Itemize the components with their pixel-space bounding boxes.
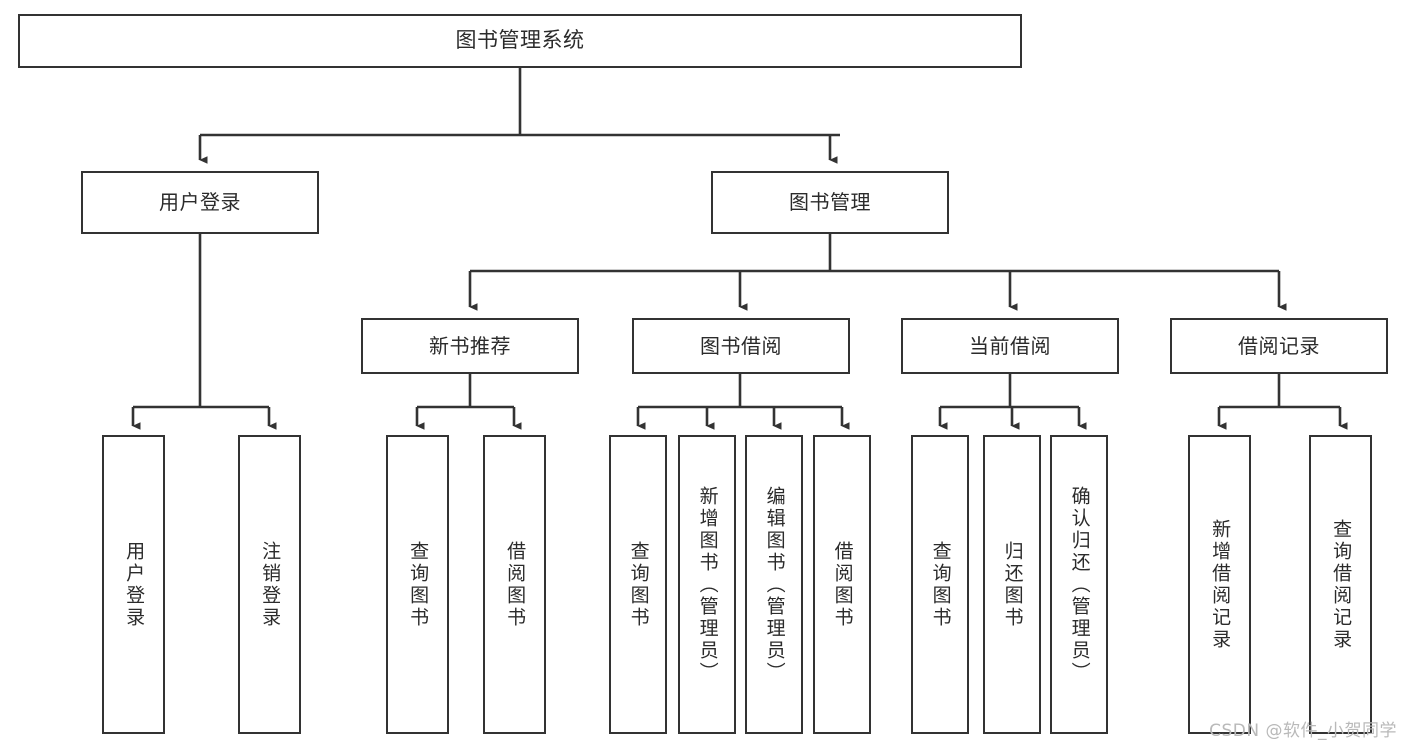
node-leaf-logout-login-label: 注销登录 [259,540,282,629]
node-leaf-query-book-3[interactable]: 查询图书 [911,435,969,734]
node-new-book-recommend-label: 新书推荐 [429,333,511,358]
node-root-system[interactable]: 图书管理系统 [18,14,1022,68]
node-book-borrow[interactable]: 图书借阅 [632,318,850,374]
node-leaf-borrow-book-2-label: 借阅图书 [831,540,854,629]
node-leaf-add-book-admin[interactable]: 新增图书（管理员） [678,435,736,734]
node-leaf-query-borrow-record-label: 查询借阅记录 [1330,518,1353,651]
node-leaf-logout-login[interactable]: 注销登录 [238,435,301,734]
node-new-book-recommend[interactable]: 新书推荐 [361,318,579,374]
node-leaf-query-borrow-record[interactable]: 查询借阅记录 [1309,435,1372,734]
node-leaf-borrow-book-1[interactable]: 借阅图书 [483,435,546,734]
node-leaf-query-book-1-label: 查询图书 [407,540,430,629]
node-current-borrow-label: 当前借阅 [969,333,1051,358]
node-leaf-add-borrow-record[interactable]: 新增借阅记录 [1188,435,1251,734]
node-leaf-confirm-return[interactable]: 确认归还（管理员） [1050,435,1108,734]
node-book-management[interactable]: 图书管理 [711,171,949,234]
edges-newbook-to-leaves [415,374,522,430]
edges-currentborrow-to-leaves [938,374,1087,430]
node-leaf-edit-book-admin-label: 编辑图书（管理员） [763,485,786,684]
node-root-label: 图书管理系统 [455,28,585,53]
edges-bookborrow-to-leaves [636,374,850,430]
node-borrow-record[interactable]: 借阅记录 [1170,318,1388,374]
node-leaf-user-login[interactable]: 用户登录 [102,435,165,734]
csdn-watermark: CSDN @软件_小贺同学 [1209,721,1397,741]
node-current-borrow[interactable]: 当前借阅 [901,318,1119,374]
node-borrow-record-label: 借阅记录 [1238,333,1320,358]
node-leaf-query-book-3-label: 查询图书 [929,540,952,629]
node-leaf-borrow-book-1-label: 借阅图书 [504,540,527,629]
node-user-login-label: 用户登录 [159,190,241,215]
node-leaf-return-book-label: 归还图书 [1001,540,1024,629]
node-user-login[interactable]: 用户登录 [81,171,319,234]
node-leaf-confirm-return-label: 确认归还（管理员） [1068,485,1091,684]
node-leaf-query-book-2[interactable]: 查询图书 [609,435,667,734]
edges-borrowrecord-to-leaves [1217,374,1348,430]
node-leaf-borrow-book-2[interactable]: 借阅图书 [813,435,871,734]
edges-root-to-level2 [198,68,840,164]
node-leaf-query-book-2-label: 查询图书 [627,540,650,629]
node-book-borrow-label: 图书借阅 [700,333,782,358]
node-leaf-query-book-1[interactable]: 查询图书 [386,435,449,734]
node-leaf-edit-book-admin[interactable]: 编辑图书（管理员） [745,435,803,734]
node-book-management-label: 图书管理 [789,190,871,215]
node-leaf-user-login-label: 用户登录 [123,540,146,629]
node-leaf-return-book[interactable]: 归还图书 [983,435,1041,734]
node-leaf-add-book-admin-label: 新增图书（管理员） [696,485,719,684]
edges-bookmgmt-to-level3 [468,234,1287,311]
edges-userlogin-to-leaves [131,234,277,430]
node-leaf-add-borrow-record-label: 新增借阅记录 [1209,518,1232,651]
